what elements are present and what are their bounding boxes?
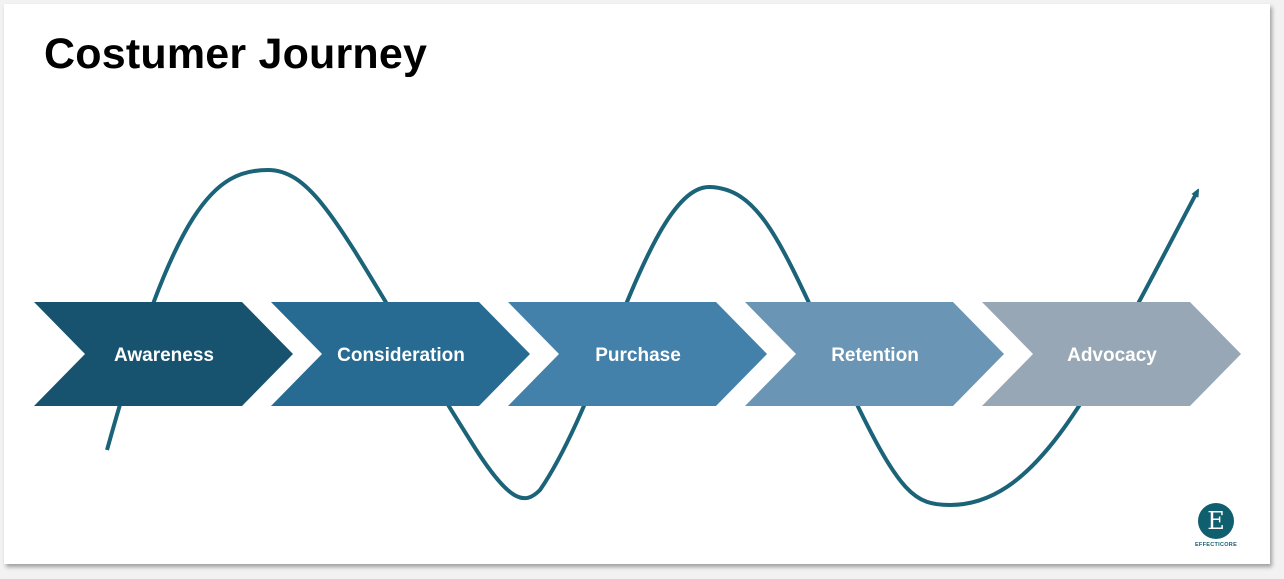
journey-chevrons: Awareness Consideration Purchase Retention A… <box>34 302 1241 406</box>
journey-step-awareness: Awareness <box>34 302 293 406</box>
logo-wordmark: EFFECTICORE <box>1194 542 1238 548</box>
step-label: Awareness <box>114 345 214 366</box>
journey-step-advocacy: Advocacy <box>982 302 1241 406</box>
journey-step-purchase: Purchase <box>508 302 767 406</box>
slide: Costumer Journey <box>4 4 1270 564</box>
journey-step-retention: Retention <box>745 302 1004 406</box>
journey-wave <box>105 167 1197 508</box>
page-title: Costumer Journey <box>44 30 428 78</box>
step-label: Retention <box>831 345 919 366</box>
chevron-shape <box>508 302 767 406</box>
step-label: Advocacy <box>1067 345 1157 366</box>
step-label: Consideration <box>337 345 465 366</box>
logo-letter: E <box>1207 507 1225 535</box>
chevron-shape <box>745 302 1004 406</box>
chevron-shape <box>982 302 1241 406</box>
chevron-shape <box>271 302 530 406</box>
logo-mark: E <box>1198 503 1234 539</box>
effecticore-logo: E EFFECTICORE <box>1194 503 1238 553</box>
chevron-shape <box>34 302 293 406</box>
step-label: Purchase <box>595 345 681 366</box>
journey-step-consideration: Consideration <box>271 302 530 406</box>
